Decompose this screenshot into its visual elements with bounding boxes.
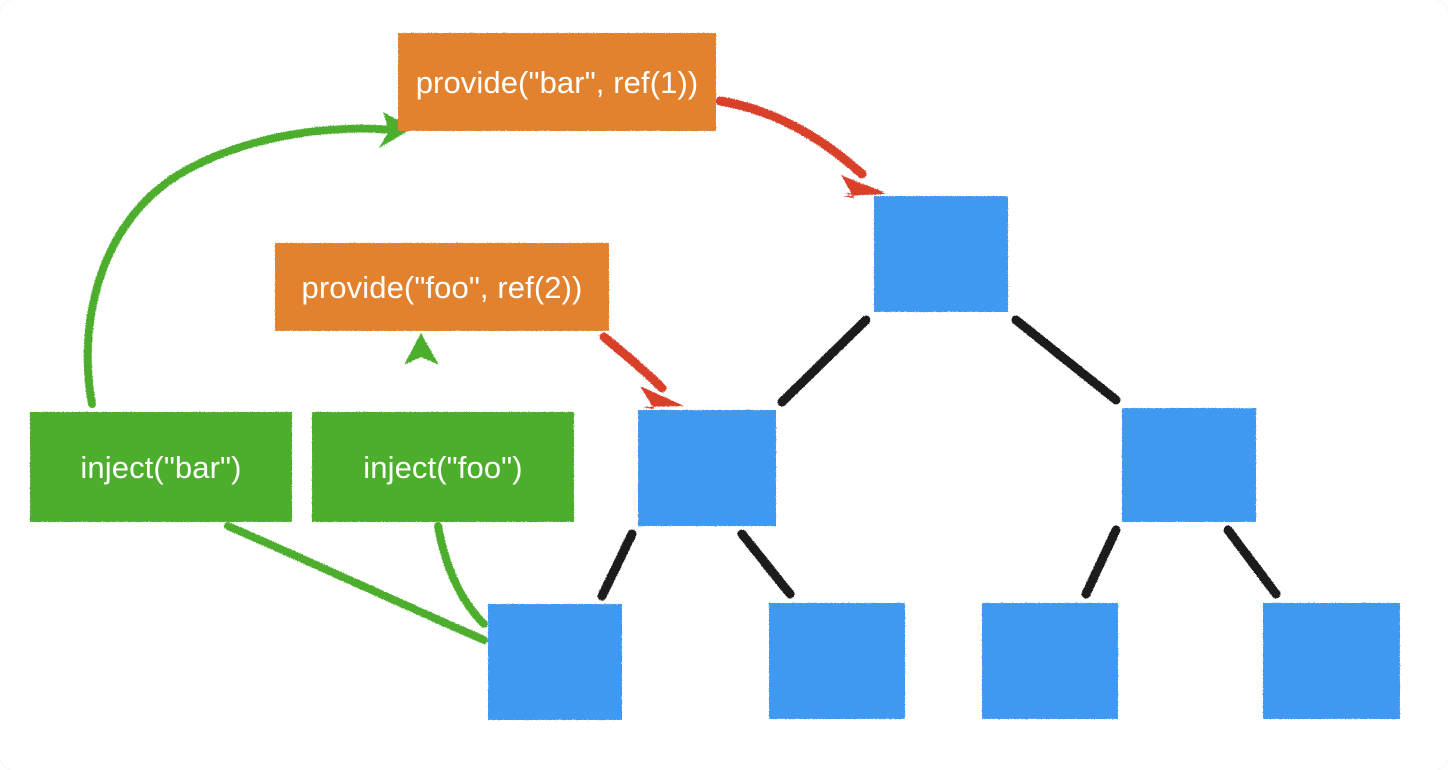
edge-root-right <box>1011 315 1121 405</box>
inject-bar-label: inject("bar") <box>80 449 242 485</box>
inject-bar-box[interactable]: inject("bar") <box>30 412 292 522</box>
edge-right-leaf3 <box>1081 525 1121 599</box>
line-inject-foo-to-leaf1 <box>434 522 488 628</box>
edge-left-leaf1 <box>597 529 637 601</box>
provide-bar-box-shape[interactable] <box>398 33 716 131</box>
arrow-provide-bar-to-root-path <box>715 96 867 179</box>
inject-foo-label: inject("foo") <box>363 449 523 485</box>
arrow-inject-bar-to-provide-bar-path <box>83 124 396 408</box>
arrow-inject-bar-to-provide-bar-head <box>379 112 413 148</box>
inject-foo-box-shape[interactable] <box>312 412 574 522</box>
edge-right-leaf4 <box>1223 525 1281 599</box>
provide-foo-box-shape[interactable] <box>275 243 609 331</box>
provide-bar-label: provide("bar", ref(1)) <box>415 64 699 100</box>
tree-node-leaf-1[interactable] <box>488 604 622 720</box>
tree-node-leaf-3[interactable] <box>982 603 1118 719</box>
inject-foo-box[interactable]: inject("foo") <box>312 412 574 522</box>
tree-node-child-right[interactable] <box>1122 408 1256 522</box>
line-inject-bar-to-leaf1 <box>224 522 488 644</box>
tree-node-leaf-4[interactable] <box>1263 603 1400 719</box>
arrow-inject-foo-to-provide-foo-head <box>404 333 439 365</box>
tree-node-leaf-2[interactable] <box>769 603 905 719</box>
provide-foo-label: provide("foo", ref(2)) <box>301 269 583 305</box>
edge-left-leaf2 <box>737 529 795 599</box>
inject-bar-box-shape[interactable] <box>30 412 292 522</box>
tree-node-root[interactable] <box>874 196 1008 312</box>
edge-root-left <box>777 315 871 407</box>
arrow-provide-foo-to-child-path <box>599 332 667 393</box>
arrow-provide-foo-to-child-head <box>640 386 684 409</box>
provide-foo-box[interactable]: provide("foo", ref(2)) <box>275 243 609 331</box>
tree-node-child-left[interactable] <box>638 410 776 526</box>
provide-bar-box[interactable]: provide("bar", ref(1)) <box>398 33 716 131</box>
arrow-provide-bar-to-root-head-2 <box>841 175 886 198</box>
